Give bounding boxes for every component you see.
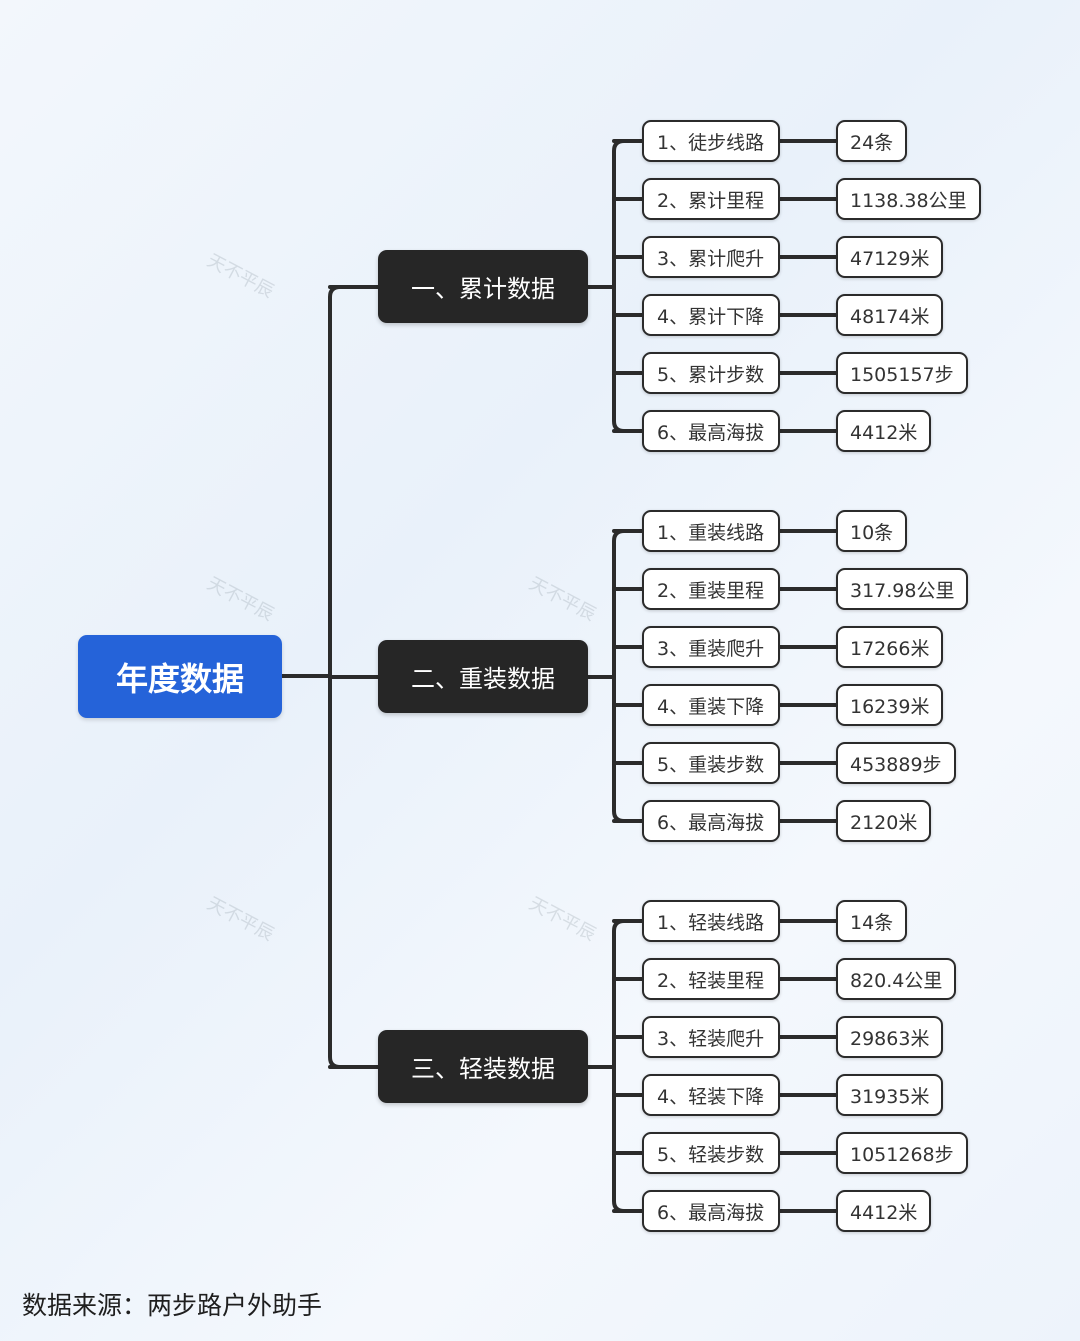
value-node[interactable]: 17266米 (836, 626, 944, 668)
value-node[interactable]: 820.4公里 (836, 958, 957, 1000)
value-node[interactable]: 24条 (836, 120, 908, 162)
connector-branch (612, 139, 626, 433)
item-node[interactable]: 5、轻装步数 (642, 1132, 780, 1174)
item-node[interactable]: 3、轻装爬升 (642, 1016, 780, 1058)
value-node[interactable]: 14条 (836, 900, 908, 942)
item-node[interactable]: 6、最高海拔 (642, 410, 780, 452)
value-node[interactable]: 4412米 (836, 1190, 932, 1232)
value-node[interactable]: 1505157步 (836, 352, 968, 394)
item-node[interactable]: 2、轻装里程 (642, 958, 780, 1000)
item-node[interactable]: 3、重装爬升 (642, 626, 780, 668)
value-node[interactable]: 47129米 (836, 236, 944, 278)
mind-map: 天不平辰 天不平辰 天不平辰 天不平辰 天不平辰 年度数据 一、累计数据 二、重… (78, 120, 981, 1232)
value-node[interactable]: 48174米 (836, 294, 944, 336)
item-node[interactable]: 2、重装里程 (642, 568, 780, 610)
value-node[interactable]: 16239米 (836, 684, 944, 726)
value-node[interactable]: 1138.38公里 (836, 178, 981, 220)
item-node[interactable]: 1、轻装线路 (642, 900, 780, 942)
value-node[interactable]: 453889步 (836, 742, 956, 784)
item-node[interactable]: 4、轻装下降 (642, 1074, 780, 1116)
category-node-light[interactable]: 三、轻装数据 (378, 1030, 588, 1103)
item-node[interactable]: 2、累计里程 (642, 178, 780, 220)
item-node[interactable]: 5、重装步数 (642, 742, 780, 784)
item-node[interactable]: 5、累计步数 (642, 352, 780, 394)
category-node-cumulative[interactable]: 一、累计数据 (378, 250, 588, 323)
value-node[interactable]: 317.98公里 (836, 568, 969, 610)
item-node[interactable]: 4、累计下降 (642, 294, 780, 336)
item-node[interactable]: 6、最高海拔 (642, 1190, 780, 1232)
item-node[interactable]: 4、重装下降 (642, 684, 780, 726)
value-node[interactable]: 2120米 (836, 800, 932, 842)
connector-branch (612, 919, 626, 1213)
data-source-caption: 数据来源：两步路户外助手 (22, 1291, 323, 1320)
value-node[interactable]: 29863米 (836, 1016, 944, 1058)
item-node[interactable]: 3、累计爬升 (642, 236, 780, 278)
item-node[interactable]: 1、重装线路 (642, 510, 780, 552)
item-node[interactable]: 6、最高海拔 (642, 800, 780, 842)
connector-lines (280, 139, 838, 1213)
value-node[interactable]: 31935米 (836, 1074, 944, 1116)
value-node[interactable]: 10条 (836, 510, 908, 552)
category-node-heavy[interactable]: 二、重装数据 (378, 640, 588, 713)
connector-branch (612, 529, 626, 823)
value-node[interactable]: 1051268步 (836, 1132, 968, 1174)
root-node[interactable]: 年度数据 (78, 635, 282, 718)
item-node[interactable]: 1、徒步线路 (642, 120, 780, 162)
value-node[interactable]: 4412米 (836, 410, 932, 452)
